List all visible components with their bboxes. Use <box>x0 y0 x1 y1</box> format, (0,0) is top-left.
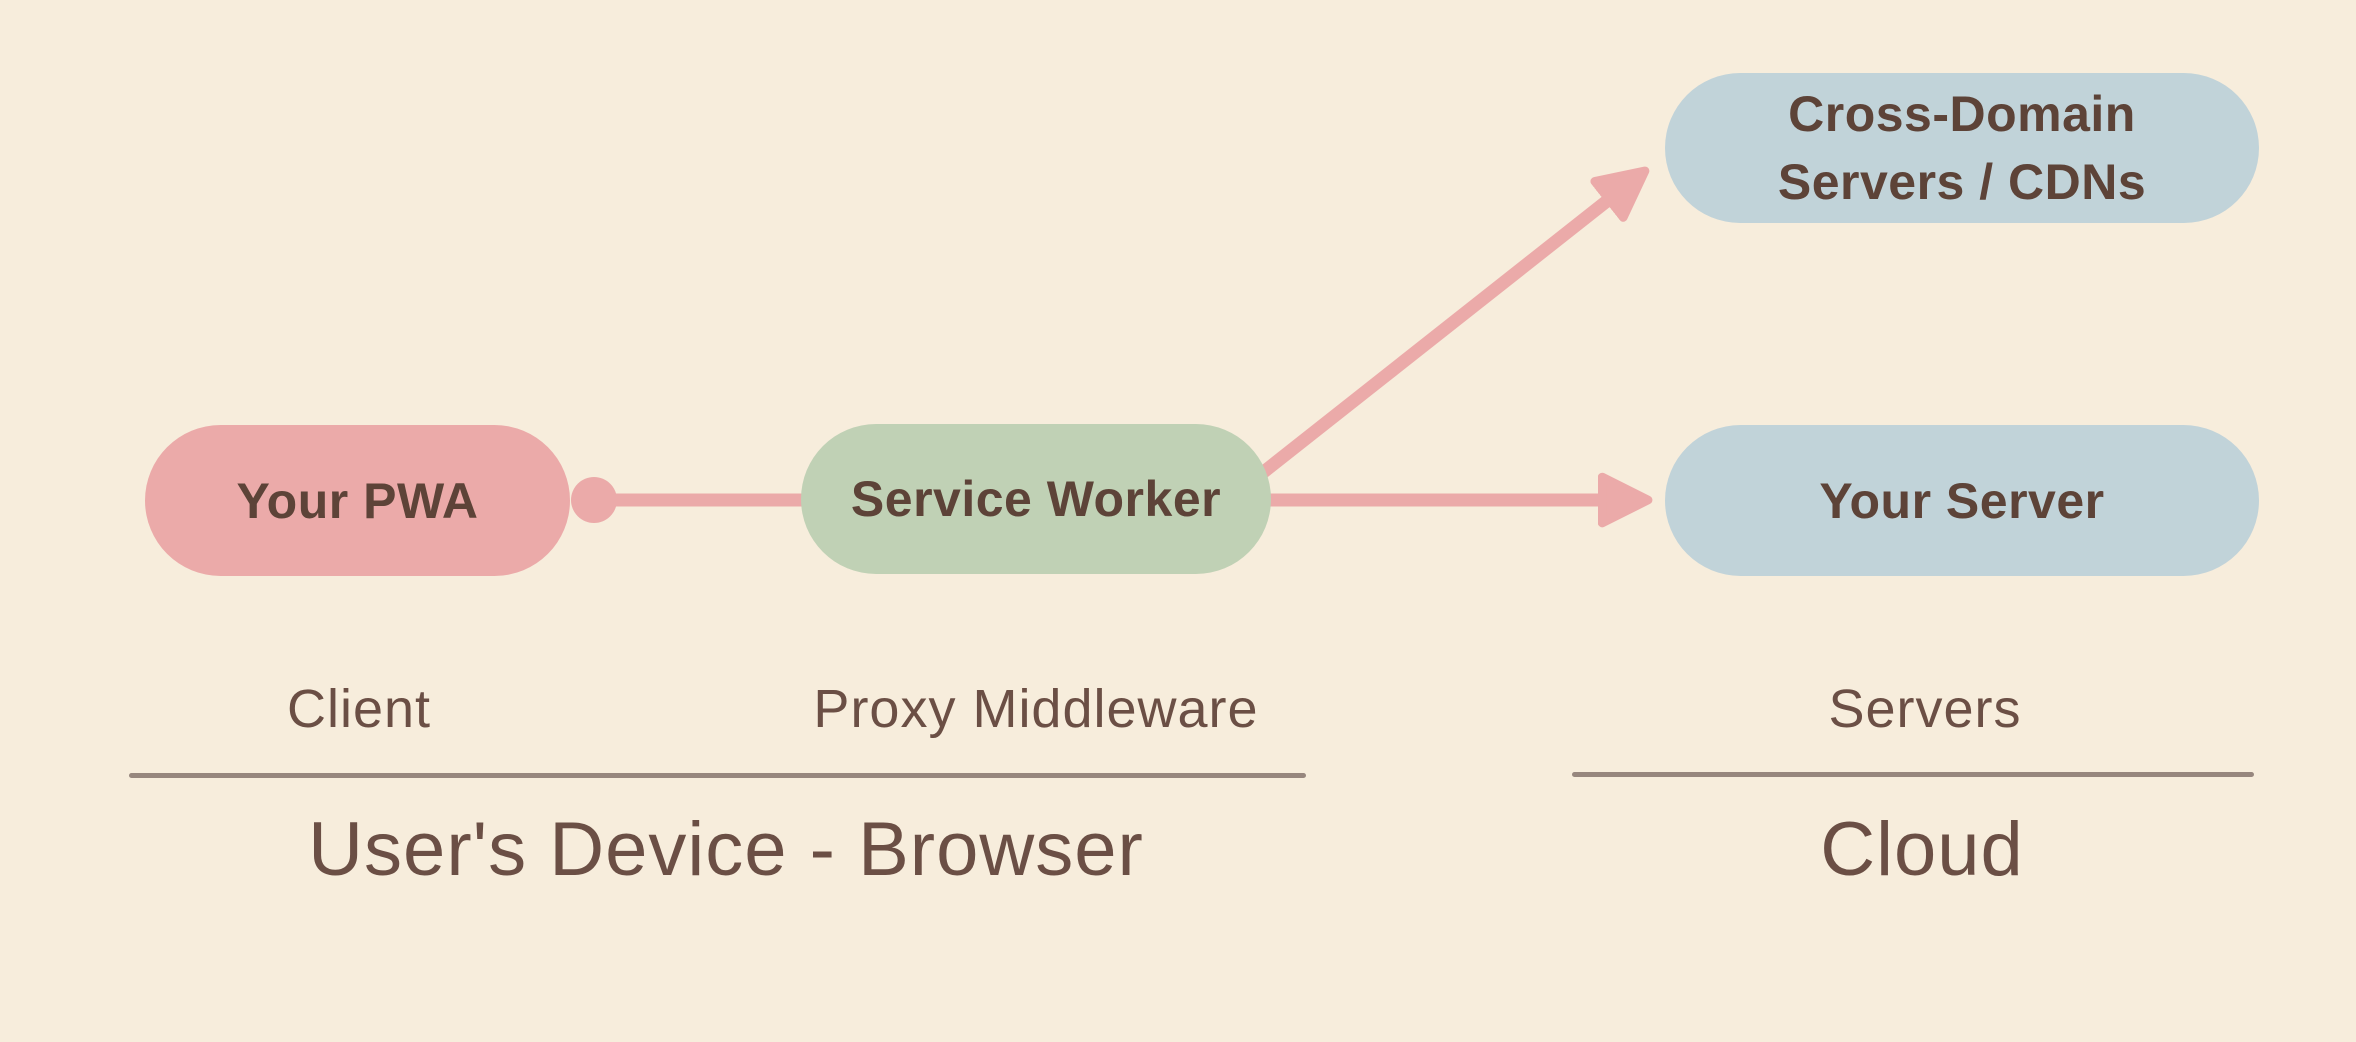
node-service-worker: Service Worker <box>801 424 1271 574</box>
divider-device <box>129 773 1306 778</box>
connector-dot <box>571 477 617 523</box>
node-cross-domain-servers: Cross-Domain Servers / CDNs <box>1665 73 2259 223</box>
node-your-pwa-label: Your PWA <box>236 472 479 529</box>
label-proxy-middleware: Proxy Middleware <box>813 679 1259 739</box>
node-your-pwa: Your PWA <box>145 425 570 576</box>
divider-cloud <box>1572 772 2254 777</box>
arrow-service-worker-to-cross-domain <box>1251 166 1650 484</box>
node-your-server-label: Your Server <box>1819 472 2105 529</box>
label-client: Client <box>286 679 432 739</box>
node-service-worker-label: Service Worker <box>850 471 1222 527</box>
label-cloud: Cloud <box>1820 807 2024 892</box>
label-users-device-browser: User's Device - Browser <box>308 807 1144 892</box>
node-cross-domain-label-line1: Cross-Domain <box>1788 86 2136 142</box>
node-cross-domain-label-line2: Servers / CDNs <box>1777 154 2147 210</box>
node-your-server: Your Server <box>1665 425 2259 576</box>
label-servers: Servers <box>1828 679 2022 739</box>
